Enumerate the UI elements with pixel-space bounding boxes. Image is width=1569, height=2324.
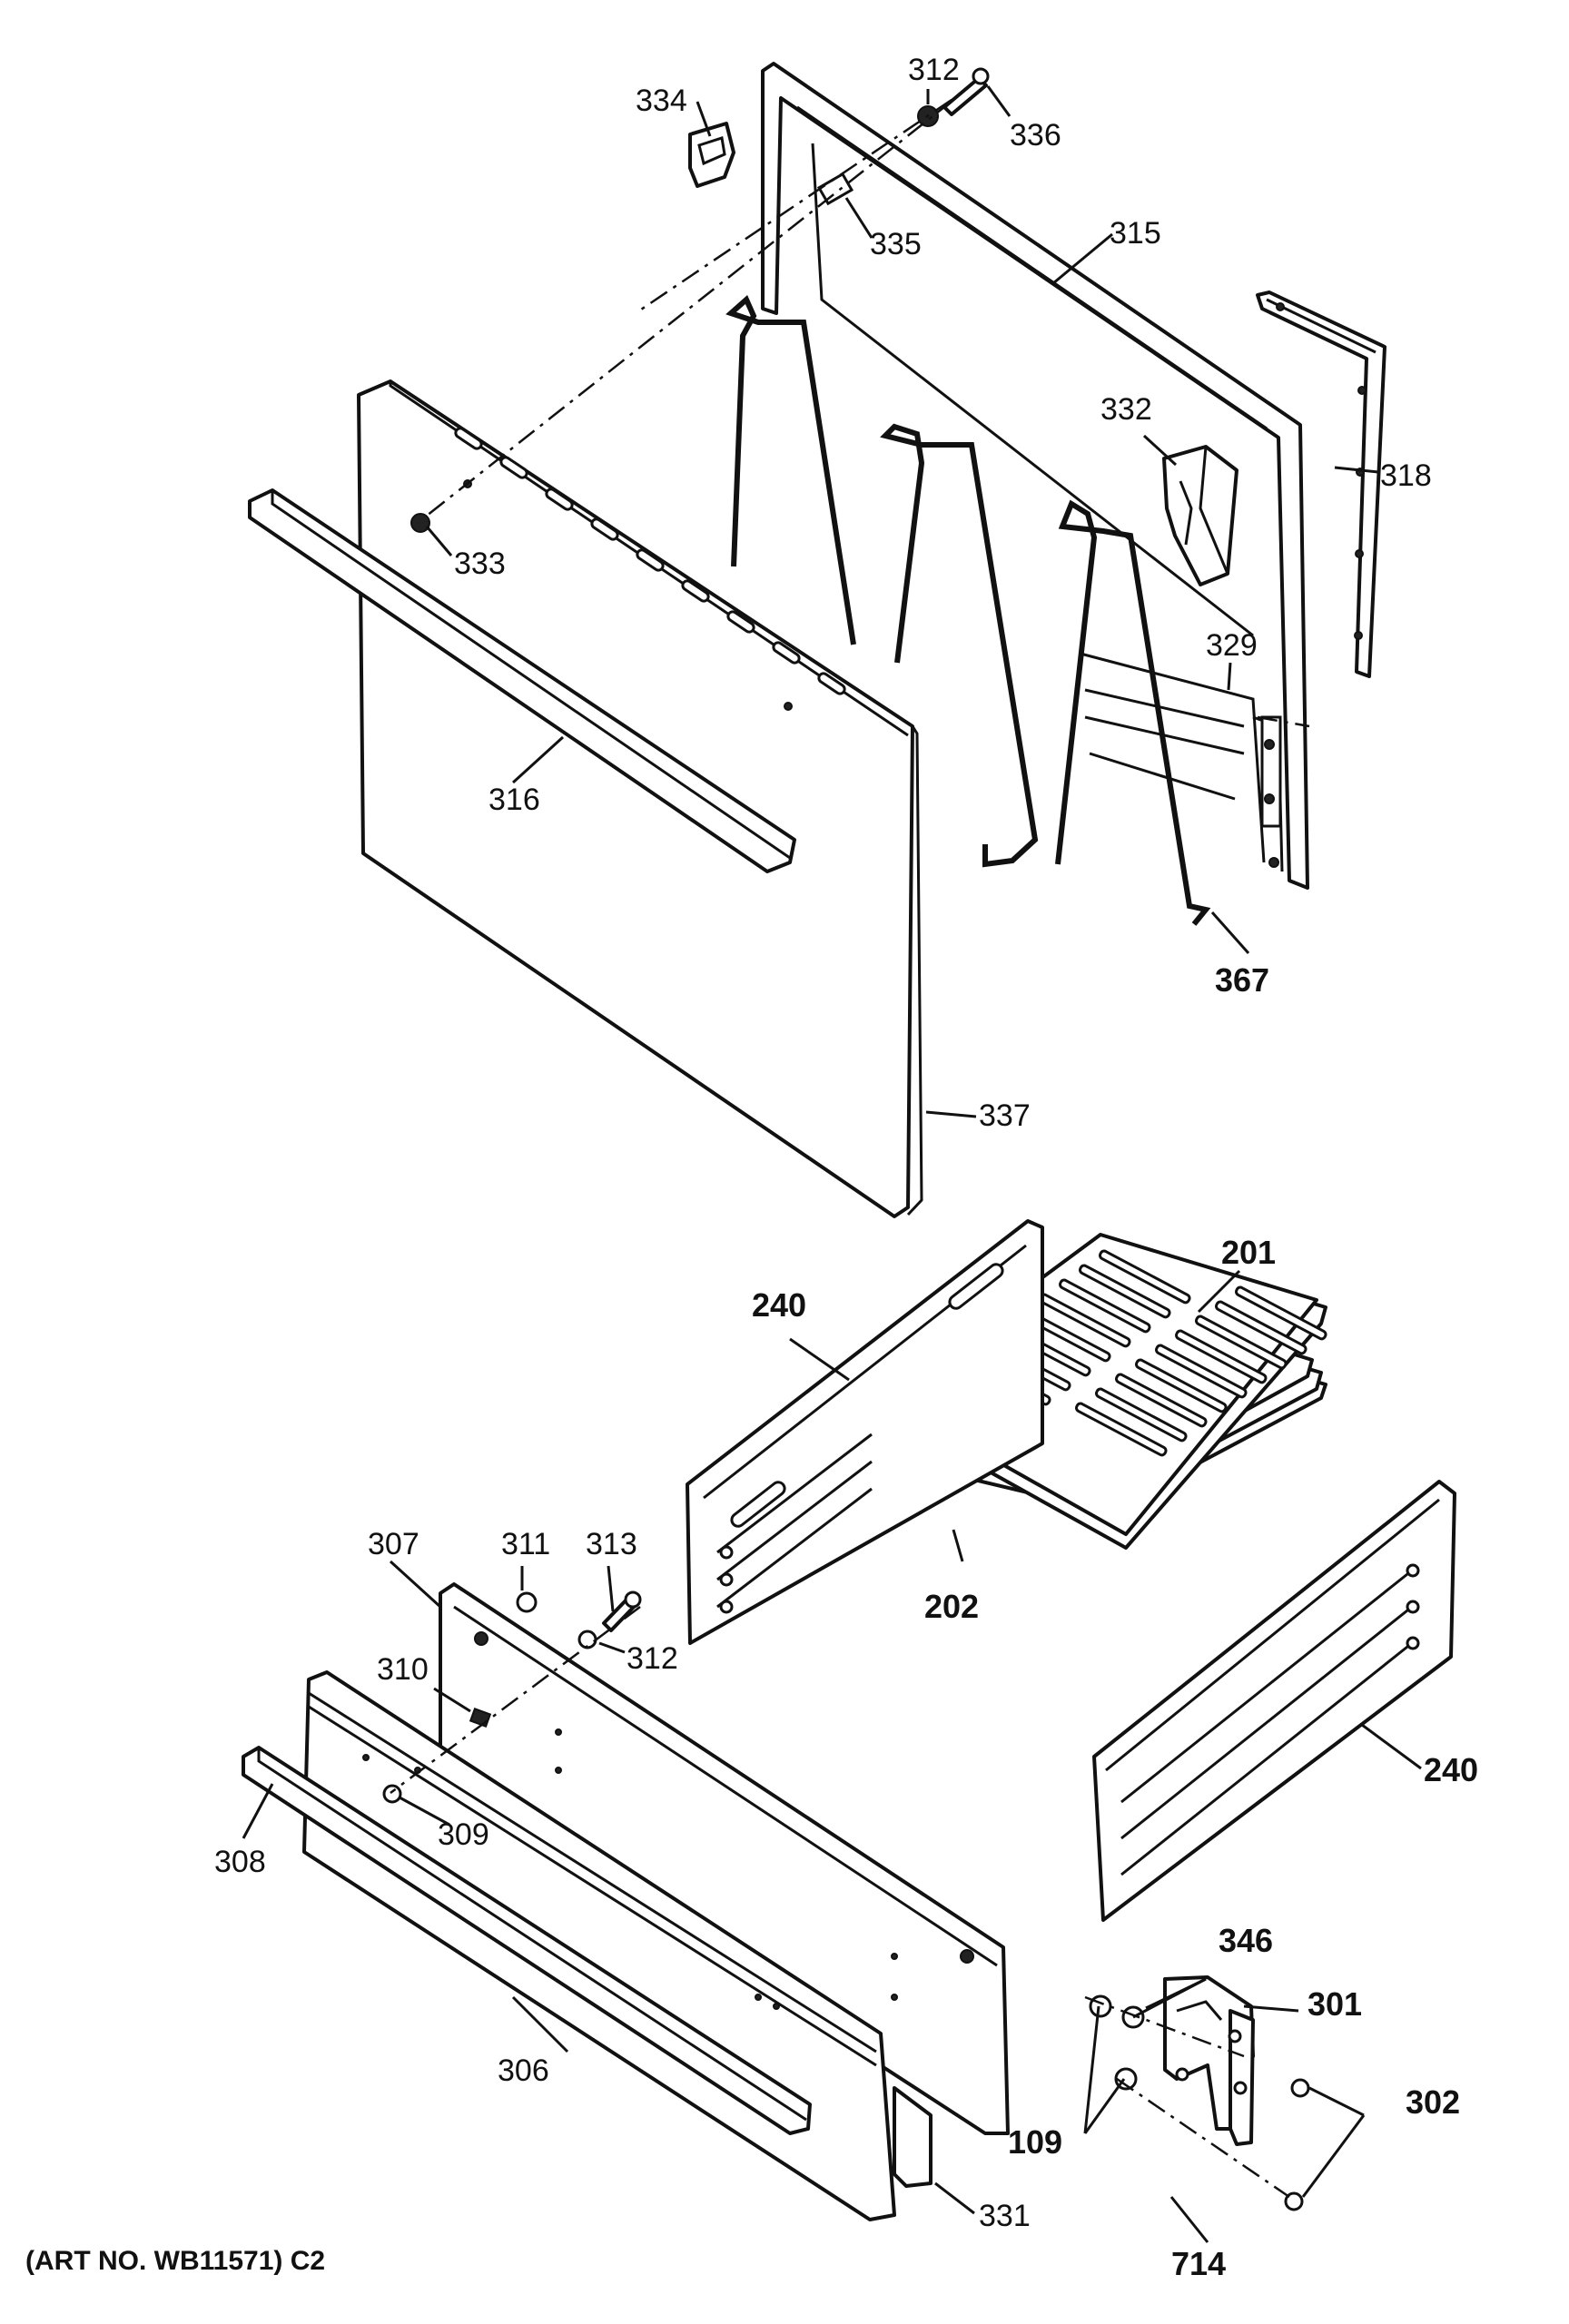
label-714: 714 xyxy=(1171,2245,1226,2282)
screw-336 xyxy=(942,76,988,116)
label-309: 309 xyxy=(438,1817,489,1852)
door-handle xyxy=(248,488,796,873)
label-333: 333 xyxy=(454,547,506,581)
drawer-handle xyxy=(242,1746,812,2135)
label-240-bottom: 240 xyxy=(1424,1751,1478,1788)
hinge-pin xyxy=(816,172,854,206)
grid-slot xyxy=(1195,1315,1288,1370)
grid-slot xyxy=(1215,1300,1308,1355)
nut-311 xyxy=(516,1591,538,1613)
label-310: 310 xyxy=(377,1652,429,1687)
label-201: 201 xyxy=(1221,1234,1276,1271)
label-240-top: 240 xyxy=(752,1286,806,1324)
grid-slot xyxy=(1099,1249,1191,1305)
label-313: 313 xyxy=(586,1527,637,1561)
label-312-top: 312 xyxy=(908,53,960,87)
label-331: 331 xyxy=(979,2199,1031,2233)
label-109: 109 xyxy=(1008,2123,1062,2161)
grid-slot xyxy=(1135,1358,1228,1413)
oven-rack-supports xyxy=(725,295,1211,926)
grid-slot xyxy=(1079,1264,1171,1319)
label-202: 202 xyxy=(924,1588,979,1625)
label-334: 334 xyxy=(636,84,687,118)
grid-slot xyxy=(1095,1387,1188,1443)
label-346: 346 xyxy=(1219,1922,1273,1959)
door-inner-panel xyxy=(761,62,1309,890)
label-307: 307 xyxy=(368,1527,419,1561)
door-outer-panel xyxy=(357,379,923,1218)
label-318: 318 xyxy=(1380,458,1432,493)
label-335: 335 xyxy=(870,227,922,261)
part-labels: 312 334 336 335 315 318 332 333 329 316 … xyxy=(214,53,1478,2282)
leader-lines xyxy=(242,85,1422,2243)
grid-slot xyxy=(1059,1278,1151,1334)
label-315: 315 xyxy=(1110,216,1161,251)
label-316: 316 xyxy=(488,783,540,817)
label-311: 311 xyxy=(501,1527,550,1561)
label-306: 306 xyxy=(498,2053,549,2088)
oven-side-panel-right xyxy=(1092,1480,1456,1922)
hinge-clip xyxy=(688,122,735,188)
insulation-block xyxy=(1162,445,1238,586)
label-308: 308 xyxy=(214,1845,266,1879)
door-screw-333 xyxy=(410,513,430,533)
oven-side-panel-left xyxy=(686,1219,1044,1645)
screw-302-a xyxy=(1290,2078,1310,2098)
door-gasket-strip xyxy=(1256,290,1386,678)
label-312-bottom: 312 xyxy=(627,1641,678,1676)
grid-slot xyxy=(1115,1373,1208,1428)
art-number: (ART NO. WB11571) C2 xyxy=(25,2246,325,2276)
screw-302-b xyxy=(1284,2191,1304,2211)
grid-slot xyxy=(1175,1329,1268,1384)
washer-312 xyxy=(577,1630,597,1649)
door-vent-slots xyxy=(454,427,846,711)
grid-slot xyxy=(1235,1285,1327,1341)
label-302: 302 xyxy=(1406,2083,1460,2121)
grid-slot xyxy=(1155,1344,1248,1399)
label-301: 301 xyxy=(1308,1985,1362,2023)
label-367: 367 xyxy=(1215,961,1269,999)
label-337: 337 xyxy=(979,1098,1031,1133)
drawer-glide-bracket xyxy=(1163,1975,1255,2146)
label-332: 332 xyxy=(1100,392,1152,427)
grid-slot xyxy=(1075,1402,1168,1457)
label-336: 336 xyxy=(1010,118,1061,153)
assembly-lines xyxy=(390,98,1310,2199)
label-329: 329 xyxy=(1206,628,1258,663)
